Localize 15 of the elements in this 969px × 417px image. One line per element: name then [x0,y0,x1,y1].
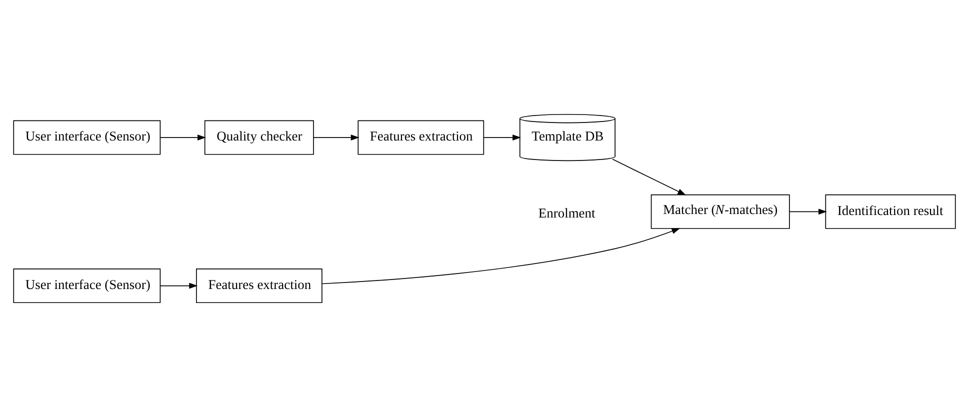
node-box: User interface (Sensor) [13,120,161,155]
arrow [160,282,198,289]
node-box: Features extraction [358,120,484,155]
node-box: Quality checker [204,120,314,155]
arrow [322,228,680,284]
node-box: Identification result [825,194,956,229]
arrow [160,134,206,140]
node-box: Matcher (N-matches) [650,194,790,229]
label: Enrolment [538,205,596,220]
arrow [612,158,686,196]
arrow [313,134,360,140]
arrow [484,134,521,140]
node-box: User interface (Sensor) [13,268,161,304]
arrow [789,208,827,215]
node-box: Features extraction [196,268,322,304]
